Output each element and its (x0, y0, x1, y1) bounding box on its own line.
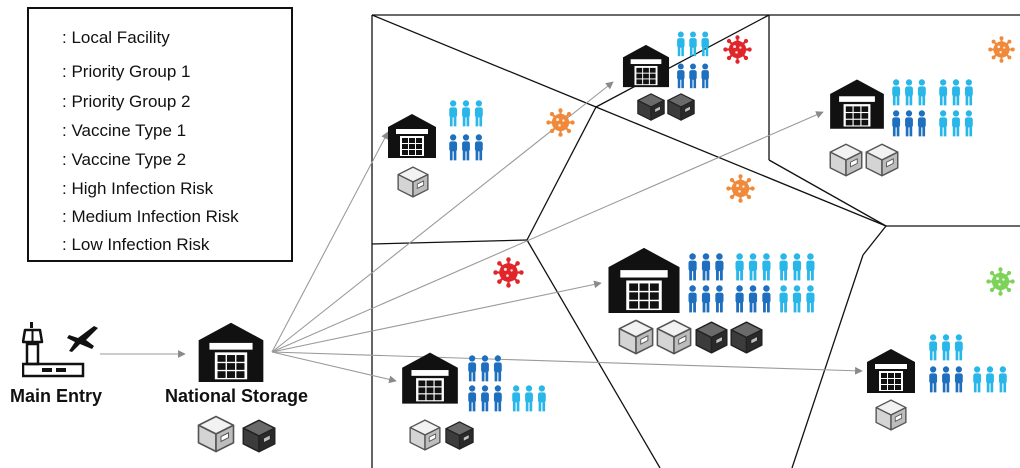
low-risk-virus-icon (986, 267, 1015, 296)
legend-label-priority-group-2: : Priority Group 2 (62, 92, 191, 111)
facility-4-vaccine-type-1-box-icon (618, 319, 654, 355)
region-boundaries (371, 14, 1020, 468)
region-border-9 (791, 254, 864, 468)
national-storage-vaccine-type-2-box-icon (242, 419, 276, 453)
arrow-to-facility-4 (271, 280, 602, 353)
facility-4-vaccine-type-2-box-icon (695, 321, 728, 354)
facility-5-priority-group-2-icon-2 (468, 385, 502, 412)
facility-3-vaccine-type-1-box-icon (829, 143, 863, 177)
facility-3 (829, 36, 1015, 177)
arrow-to-facility-5 (271, 351, 397, 384)
facility-5-priority-group-2-icon (468, 355, 502, 382)
facility-4 (608, 247, 815, 355)
arrow-to-facility-6 (271, 351, 863, 375)
region-border-10 (371, 239, 528, 245)
national-storage-vaccine-type-1-box-icon (197, 415, 235, 453)
facility-5-vaccine-type-1-box-icon (409, 419, 441, 451)
facility-3-vaccine-type-1-box-icon-2 (865, 143, 899, 177)
legend (27, 7, 293, 262)
facility-5 (402, 352, 546, 451)
facility-4-vaccine-type-1-box-icon-2 (656, 319, 692, 355)
facility-4-priority-group-2-icon-3 (735, 285, 771, 313)
flow-arrows (100, 81, 863, 384)
facility-2-vaccine-type-2-box-icon (637, 93, 665, 121)
legend-label-local-facility: : Local Facility (62, 28, 170, 47)
facility-4-priority-group-1-icon-2 (779, 253, 815, 281)
facility-6-priority-group-1-icon (929, 334, 963, 361)
region-border-8 (862, 225, 887, 256)
facility-1-priority-group-2-icon (449, 134, 483, 161)
facility-4-priority-group-2-icon-2 (688, 285, 724, 313)
national-storage-warehouse-icon (198, 322, 264, 382)
facility-2-high-risk-virus-icon (723, 35, 752, 64)
arrow-to-facility-3 (271, 111, 824, 353)
facility-4-vaccine-type-2-box-icon-2 (730, 321, 763, 354)
legend-label-priority-group-1: : Priority Group 1 (62, 62, 191, 81)
facility-1-warehouse-icon (388, 114, 436, 158)
facility-4-priority-group-2-icon (688, 253, 724, 281)
medium-risk-virus-icon-1 (546, 108, 575, 137)
facility-4-priority-group-1-icon (735, 253, 771, 281)
facility-1-priority-group-1-icon (449, 100, 483, 127)
national-storage-label: National Storage (165, 386, 309, 406)
medium-risk-virus-icon-ne (988, 36, 1015, 63)
facility-3-priority-group-1-icon-3 (939, 110, 973, 137)
facility-3-warehouse-icon (830, 79, 884, 129)
facility-5-vaccine-type-2-box-icon (445, 421, 474, 450)
legend-label-medium-infection-risk: : Medium Infection Risk (62, 207, 239, 226)
arrow-to-facility-1 (271, 131, 389, 353)
region-border-4 (595, 106, 887, 227)
facility-4-priority-group-1-icon-3 (779, 285, 815, 313)
facility-5-warehouse-icon (402, 352, 458, 404)
legend-label-low-infection-risk: : Low Infection Risk (62, 235, 210, 254)
facility-3-priority-group-1-icon (892, 79, 926, 106)
region-border-11 (526, 239, 661, 468)
facility-1-vaccine-type-1-box-icon (397, 166, 429, 198)
facility-6-warehouse-icon (867, 349, 915, 393)
facility-6-priority-group-2-icon (929, 366, 963, 393)
facility-6-priority-group-1-icon-2 (973, 366, 1007, 393)
region-border-1 (371, 14, 597, 108)
facility-2-warehouse-icon (622, 44, 670, 88)
medium-risk-virus-icon-2 (726, 174, 755, 203)
facility-1 (388, 100, 483, 198)
facility-2-vaccine-type-2-box-icon-2 (667, 93, 695, 121)
main-entry-label: Main Entry (10, 386, 103, 406)
airport-tower-icon (22, 320, 100, 378)
region-border-6 (768, 159, 887, 227)
facility-3-priority-group-2-icon (892, 110, 926, 137)
region-border-2 (595, 14, 770, 108)
facility-6 (867, 267, 1015, 431)
facility-4-warehouse-icon (608, 247, 680, 314)
facility-2-priority-group-2-icon (677, 63, 709, 89)
facility-3-priority-group-1-icon-2 (939, 79, 973, 106)
legend-label-vaccine-type-2: : Vaccine Type 2 (62, 150, 187, 169)
facility-2-priority-group-1-icon (677, 31, 709, 57)
region-border-3 (526, 106, 597, 241)
high-risk-virus-icon-2 (493, 257, 524, 288)
facility-6-vaccine-type-1-box-icon (875, 399, 907, 431)
legend-label-high-infection-risk: : High Infection Risk (62, 179, 214, 198)
legend-label-vaccine-type-1: : Vaccine Type 1 (62, 121, 187, 140)
facility-5-priority-group-1-icon (512, 385, 546, 412)
facility-2 (622, 31, 752, 121)
